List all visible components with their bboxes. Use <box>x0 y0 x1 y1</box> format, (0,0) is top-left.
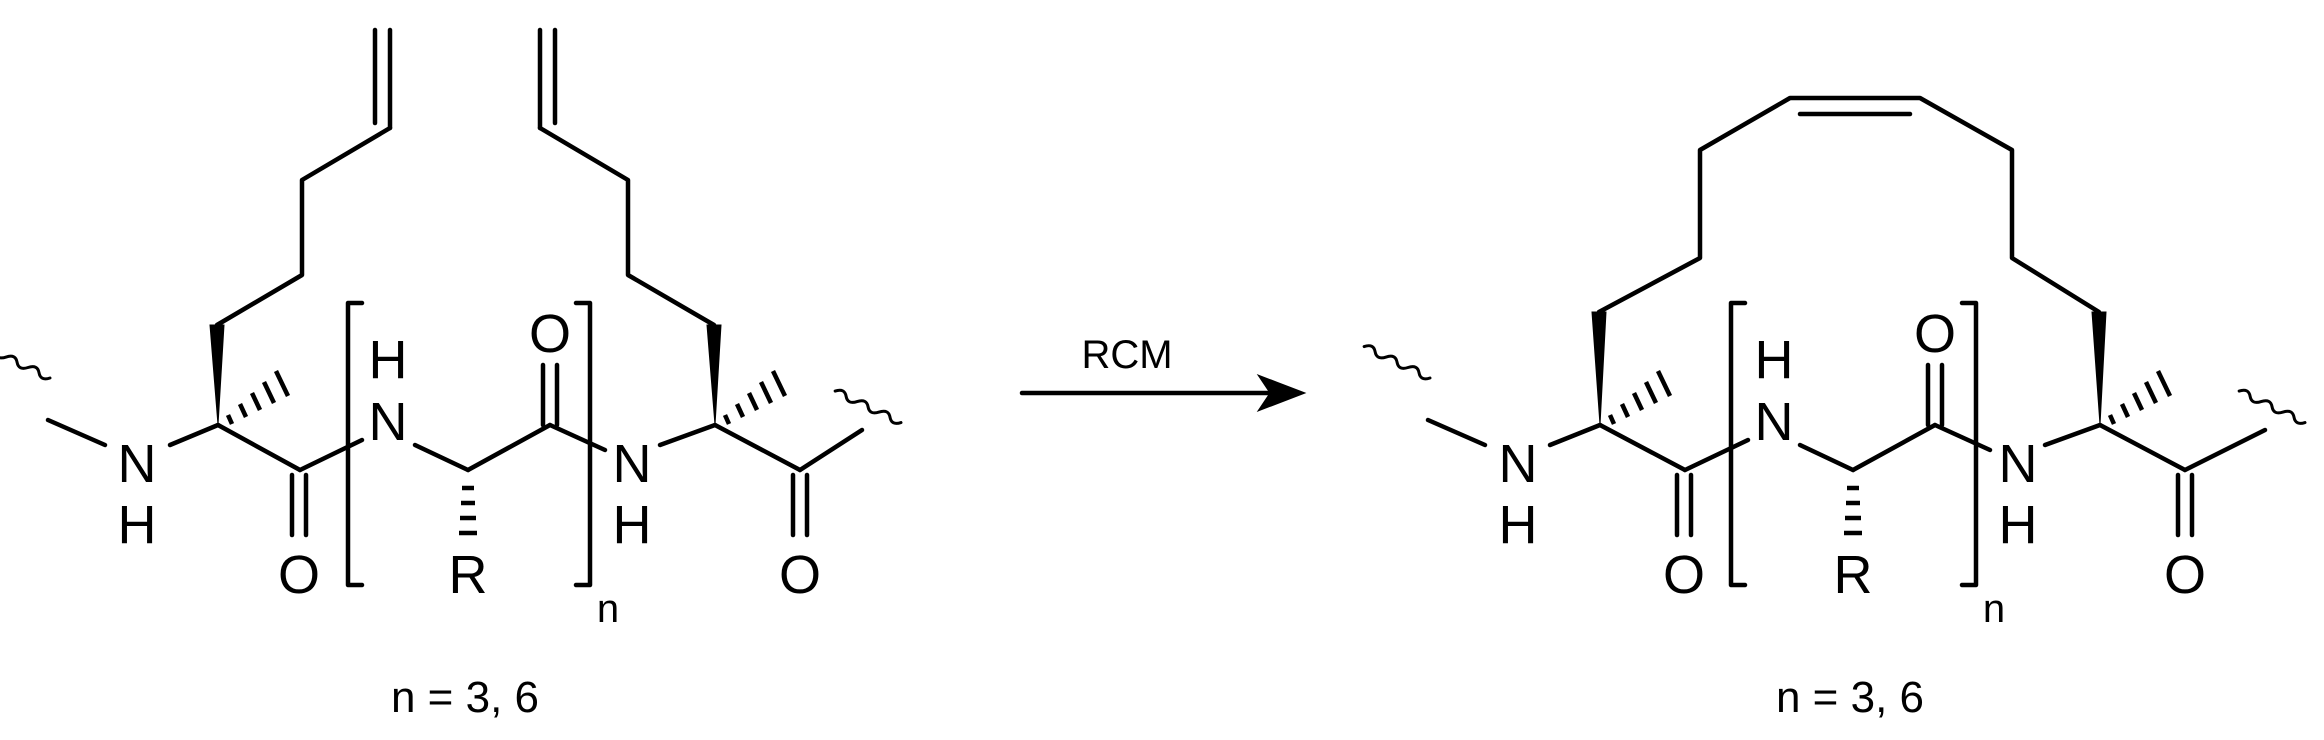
wavy-attachment-right <box>2237 388 2307 425</box>
wedge-ring-chain-1 <box>1591 311 1607 426</box>
atom-r-group: R <box>1834 545 1873 605</box>
bond-ca2-c2 <box>465 422 553 473</box>
hashed-methyl-1 <box>1607 370 1673 425</box>
atom-nh-left-h: H <box>1499 495 1538 555</box>
bond-ca3-c3 <box>2097 422 2188 473</box>
bond-c2-n3 <box>547 422 608 453</box>
reaction-arrow: RCM <box>1019 333 1307 413</box>
bond-c2-n3 <box>1932 422 1993 453</box>
atom-bracket-co-o: O <box>1914 304 1956 364</box>
wedge-ring-chain-2 <box>2091 311 2107 426</box>
bond-c3-wavy <box>2182 427 2268 473</box>
repeat-bracket-left <box>345 300 365 588</box>
hashed-methyl-2 <box>2107 370 2173 425</box>
wedge-side-chain-1 <box>209 324 225 426</box>
hashed-bond-r-group <box>1844 485 1862 536</box>
atom-nh-left-n: N <box>118 434 157 494</box>
product-caption: n = 3, 6 <box>1776 673 1924 722</box>
product-structure: N H O H N R O N H O n n = 3, 6 <box>1362 95 2307 722</box>
repeat-bracket-right <box>573 300 593 588</box>
side-chain-2 <box>537 125 717 328</box>
wavy-attachment-left <box>0 344 52 381</box>
atom-bracket-co-o: O <box>529 304 571 364</box>
atom-carbonyl-2-o: O <box>2164 545 2206 605</box>
repeat-subscript: n <box>1983 587 2005 631</box>
bond-n3-ca3 <box>657 422 718 448</box>
atom-bracket-nh-n: N <box>1755 392 1794 452</box>
atom-nh-left-h: H <box>118 495 157 555</box>
wavy-attachment-left <box>1362 344 1432 381</box>
wavy-attachment-right <box>833 388 903 425</box>
hashed-methyl-2 <box>722 370 788 425</box>
atom-carbonyl-1-o: O <box>1663 545 1705 605</box>
atom-carbonyl-1-o: O <box>278 545 320 605</box>
bond-c1-n2 <box>1682 437 1751 473</box>
macrocycle-chain <box>1596 95 2102 315</box>
bond-c1-n2 <box>297 437 365 473</box>
atom-nh-right-n: N <box>1999 434 2038 494</box>
bond-n2-ca2 <box>1797 442 1856 473</box>
atom-bracket-nh-n: N <box>369 392 408 452</box>
bond-ca2-c2 <box>1850 422 1938 473</box>
arrow-head <box>1256 373 1307 413</box>
hashed-methyl-1 <box>225 370 291 425</box>
side-chain-1 <box>214 125 393 328</box>
reactant-caption: n = 3, 6 <box>391 673 539 722</box>
bond-ca3-c3 <box>712 422 803 473</box>
reactant-structure: N H O H N R O N H O n n = 3, 6 <box>0 27 903 722</box>
bond-ca1-c1 <box>215 422 303 473</box>
wedge-side-chain-2 <box>706 324 722 426</box>
bond-n1-ca1 <box>1547 422 1603 448</box>
atom-bracket-nh-h: H <box>369 330 408 390</box>
bond-wavy-to-n1 <box>45 417 108 448</box>
atom-r-group: R <box>449 545 488 605</box>
repeat-bracket-left <box>1728 300 1748 588</box>
bond-c3-wavy <box>797 427 865 473</box>
reaction-label: RCM <box>1081 333 1172 377</box>
bond-ca1-c1 <box>1597 422 1688 473</box>
bond-n1-ca1 <box>167 422 221 448</box>
bond-n3-ca3 <box>2042 422 2103 448</box>
hashed-bond-r-group <box>459 485 477 536</box>
repeat-subscript: n <box>597 587 619 631</box>
atom-carbonyl-2-o: O <box>779 545 821 605</box>
atom-nh-right-h: H <box>613 495 652 555</box>
atom-nh-right-n: N <box>613 434 652 494</box>
atom-nh-right-h: H <box>1999 495 2038 555</box>
atom-bracket-nh-h: H <box>1755 330 1794 390</box>
bond-n2-ca2 <box>412 442 471 473</box>
repeat-bracket-right <box>1959 300 1979 588</box>
bond-wavy-to-n1 <box>1425 417 1488 448</box>
atom-nh-left-n: N <box>1499 434 1538 494</box>
